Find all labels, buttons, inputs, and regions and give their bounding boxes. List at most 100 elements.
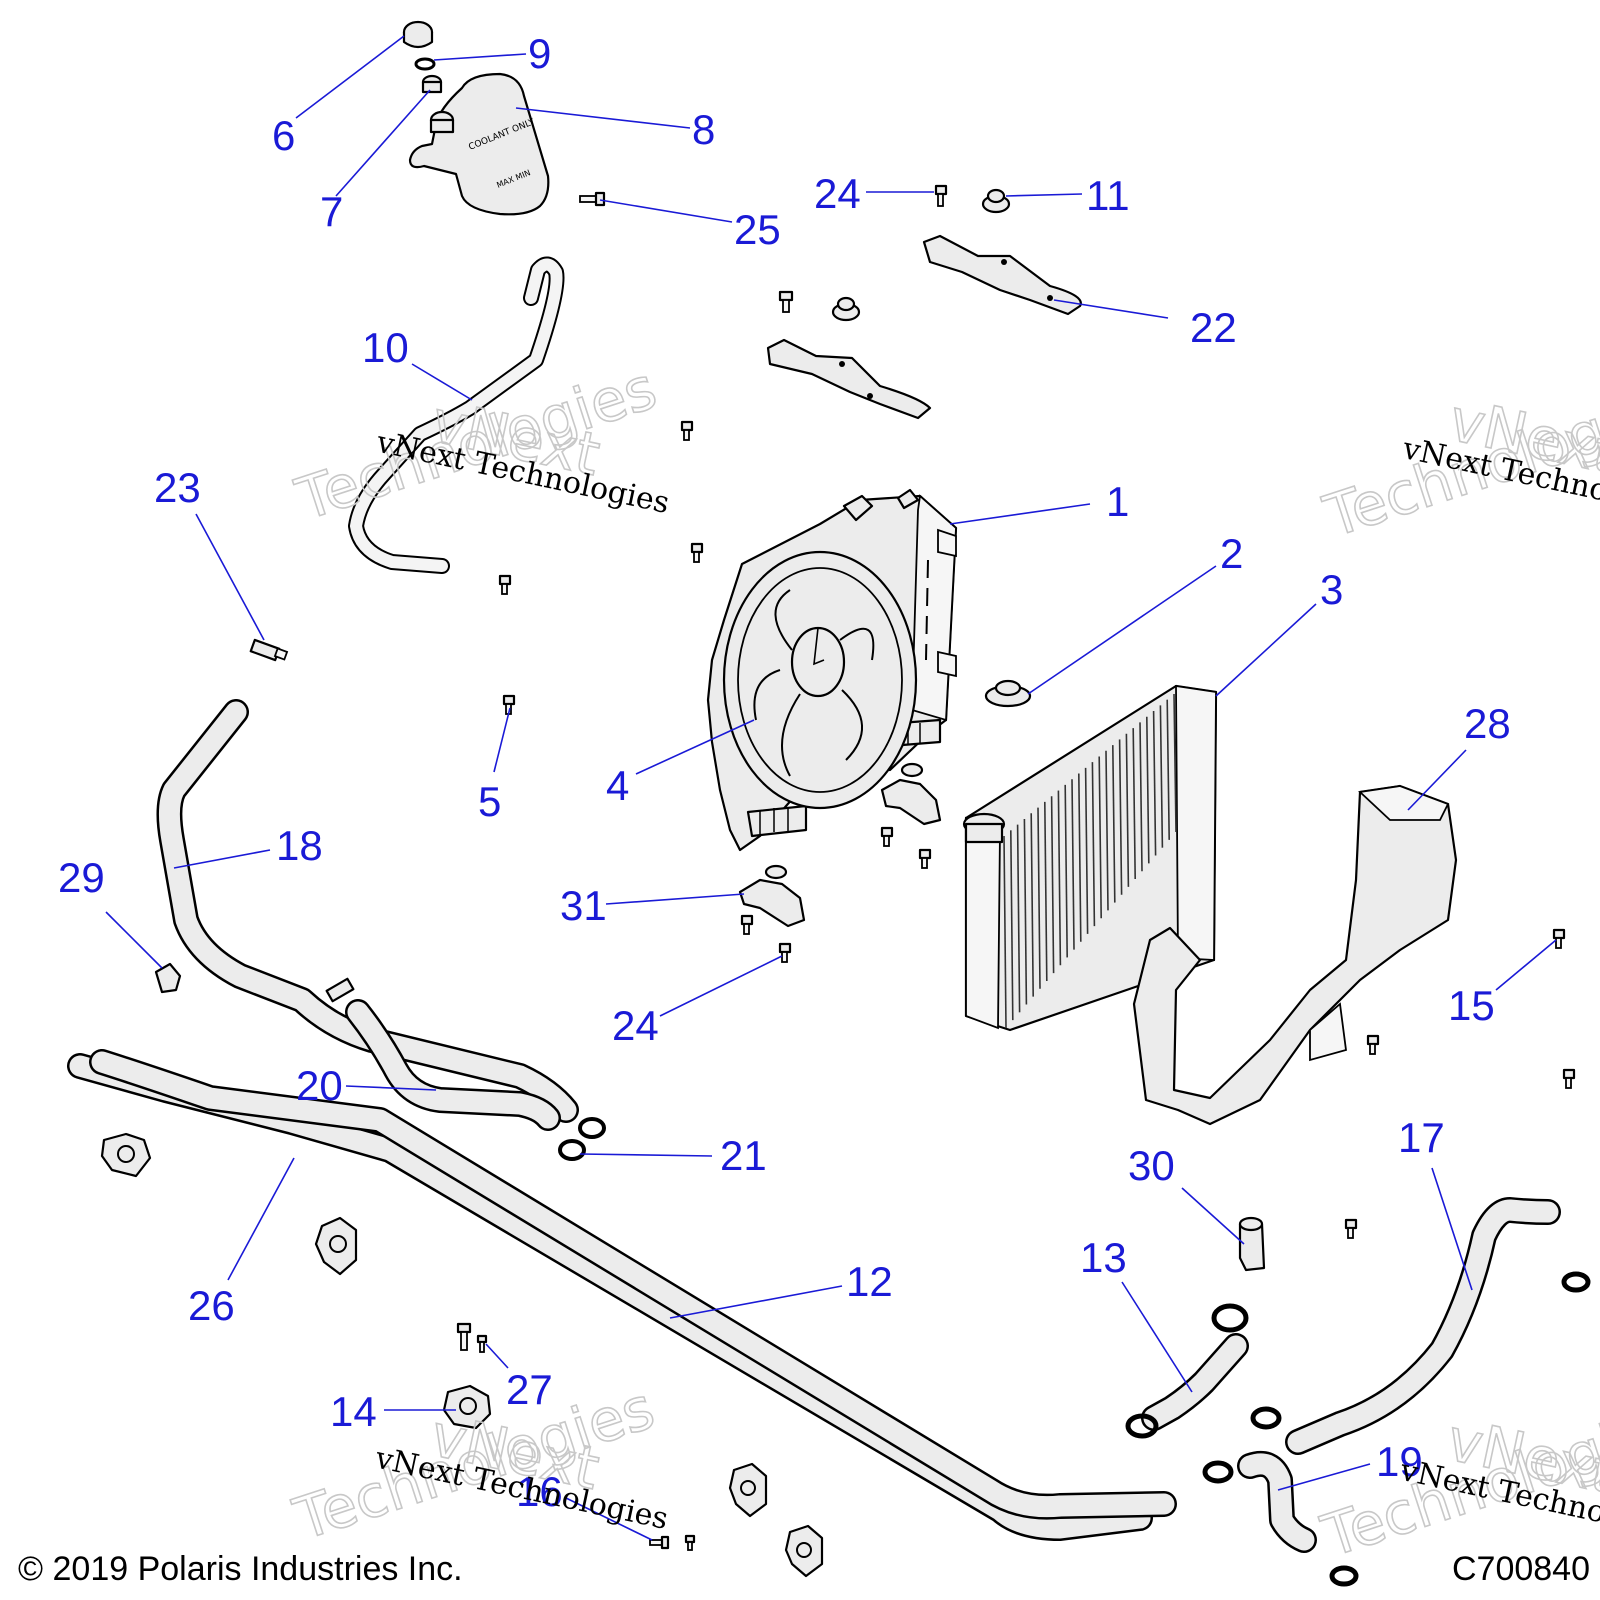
hose-clamp-13-bottom xyxy=(1125,1413,1159,1439)
part-9-o-ring xyxy=(414,57,436,71)
part-24-bolt-top xyxy=(934,184,948,207)
callout-23: 23 xyxy=(154,464,201,511)
hose-clamp-17-right xyxy=(1561,1271,1591,1293)
callout-17: 17 xyxy=(1398,1114,1445,1161)
part-22-mounting-bracket-upper xyxy=(922,234,1082,316)
radiator-fin xyxy=(1044,801,1048,981)
callout-6: 6 xyxy=(272,112,295,159)
part-14-tube-clamp-3 xyxy=(442,1384,492,1430)
radiator-fin xyxy=(1071,779,1075,950)
copyright-notice: © 2019 Polaris Industries Inc. xyxy=(18,1550,463,1588)
part-25-bolt xyxy=(579,191,606,207)
part-6-reservoir-cap xyxy=(402,20,434,49)
bolt-small-1 xyxy=(680,420,694,441)
radiator-fin xyxy=(1057,790,1062,966)
radiator-fin xyxy=(1050,796,1055,974)
grommet-upper xyxy=(831,296,861,322)
bolt-small-8 xyxy=(1562,1068,1576,1089)
part-11-grommet xyxy=(981,188,1011,214)
callout-2: 2 xyxy=(1220,530,1243,577)
radiator-fin xyxy=(1173,693,1177,833)
callout-8: 8 xyxy=(692,106,715,153)
diagram-code: C700840 xyxy=(1452,1550,1590,1588)
callout-21: 21 xyxy=(720,1132,767,1179)
callout-3: 3 xyxy=(1320,566,1343,613)
callout-14: 14 xyxy=(330,1388,377,1435)
callout-22: 22 xyxy=(1190,304,1237,351)
callout-16: 16 xyxy=(516,1468,563,1515)
bolt-small-4 xyxy=(880,826,894,847)
part-15-bolt xyxy=(1552,928,1566,949)
leader-lines xyxy=(105,35,1557,1541)
callout-19: 19 xyxy=(1376,1438,1423,1485)
watermark-center: vNext Technologies vNext Technologies xyxy=(287,353,672,535)
radiator-fin xyxy=(1166,699,1170,840)
radiator-fin xyxy=(1125,733,1130,887)
radiator-fin xyxy=(1010,830,1014,1021)
hose-connector-small xyxy=(325,977,355,1003)
callout-25: 25 xyxy=(734,206,781,253)
radiator-fin xyxy=(1084,767,1089,934)
callout-1: 1 xyxy=(1106,478,1129,525)
callout-15: 15 xyxy=(1448,982,1495,1029)
callout-30: 30 xyxy=(1128,1142,1175,1189)
callout-5: 5 xyxy=(478,778,501,825)
radiator-fin xyxy=(1146,716,1150,864)
part-20-coolant-hose xyxy=(345,999,561,1131)
part-19-coolant-hose xyxy=(1237,1450,1317,1553)
radiator-fin xyxy=(1030,813,1034,997)
bolt-small-6 xyxy=(740,914,754,935)
part-27-screws xyxy=(456,1322,488,1353)
part-26-coolant-tube xyxy=(67,1053,1153,1541)
radiator-fin xyxy=(1105,750,1109,911)
radiator-fin xyxy=(1078,773,1082,942)
callout-24-lower: 24 xyxy=(612,1002,659,1049)
part-21-hose-clamps xyxy=(558,1117,606,1161)
callout-10: 10 xyxy=(362,324,409,371)
hose-clamp-19-bottom xyxy=(1329,1565,1359,1587)
part-24-bolt-lower xyxy=(778,942,792,963)
callout-18: 18 xyxy=(276,822,323,869)
radiator-fin xyxy=(1139,722,1143,872)
callout-27: 27 xyxy=(506,1366,553,1413)
callout-9: 9 xyxy=(528,30,551,77)
part-28-air-duct xyxy=(1132,784,1458,1126)
part-14-tube-clamp-1 xyxy=(100,1132,152,1178)
callout-24-top: 24 xyxy=(814,170,861,217)
part-14-tube-clamp-2 xyxy=(314,1216,358,1276)
part-14-tube-clamp-4 xyxy=(728,1462,768,1518)
callout-numbers: 6 9 8 7 24 11 25 22 10 23 1 2 3 28 4 5 1… xyxy=(58,30,1511,1515)
callout-20: 20 xyxy=(296,1062,343,1109)
part-22-mounting-bracket-lower xyxy=(766,338,932,420)
radiator-fin xyxy=(1003,835,1007,1029)
part-18-coolant-hose xyxy=(156,699,579,1123)
callout-13: 13 xyxy=(1080,1234,1127,1281)
part-2-radiator-cap xyxy=(984,679,1032,708)
callout-7: 7 xyxy=(320,188,343,235)
radiator-fin xyxy=(1159,705,1164,848)
bolt-upper-left xyxy=(778,290,794,313)
hose-clamp-17-left xyxy=(1250,1406,1282,1430)
bolt-small-3 xyxy=(498,574,512,595)
part-4-cooling-fan xyxy=(722,550,918,810)
part-23-temperature-sensor xyxy=(249,638,289,662)
radiator-fin xyxy=(1016,824,1021,1013)
part-31-bracket xyxy=(738,864,806,928)
bolt-small-2 xyxy=(690,542,704,563)
radiator-fin xyxy=(1152,711,1157,856)
callout-26: 26 xyxy=(188,1282,235,1329)
callout-28: 28 xyxy=(1464,700,1511,747)
part-29-hose-clip xyxy=(154,962,182,994)
part-13-coolant-hose xyxy=(1141,1333,1249,1431)
radiator-fin xyxy=(1098,756,1102,919)
hose-clamp-13-top xyxy=(1211,1303,1249,1333)
radiator-fin xyxy=(1091,762,1096,927)
callout-11: 11 xyxy=(1086,172,1130,219)
part-12-coolant-tube xyxy=(89,1049,1177,1520)
part-7-filler-neck xyxy=(421,74,443,94)
callout-12: 12 xyxy=(846,1258,893,1305)
radiator-fin xyxy=(1037,807,1041,989)
bolt-small-5 xyxy=(918,848,932,869)
bolt-small-7 xyxy=(1366,1034,1380,1055)
hose-clamp-19-top xyxy=(1202,1460,1234,1484)
